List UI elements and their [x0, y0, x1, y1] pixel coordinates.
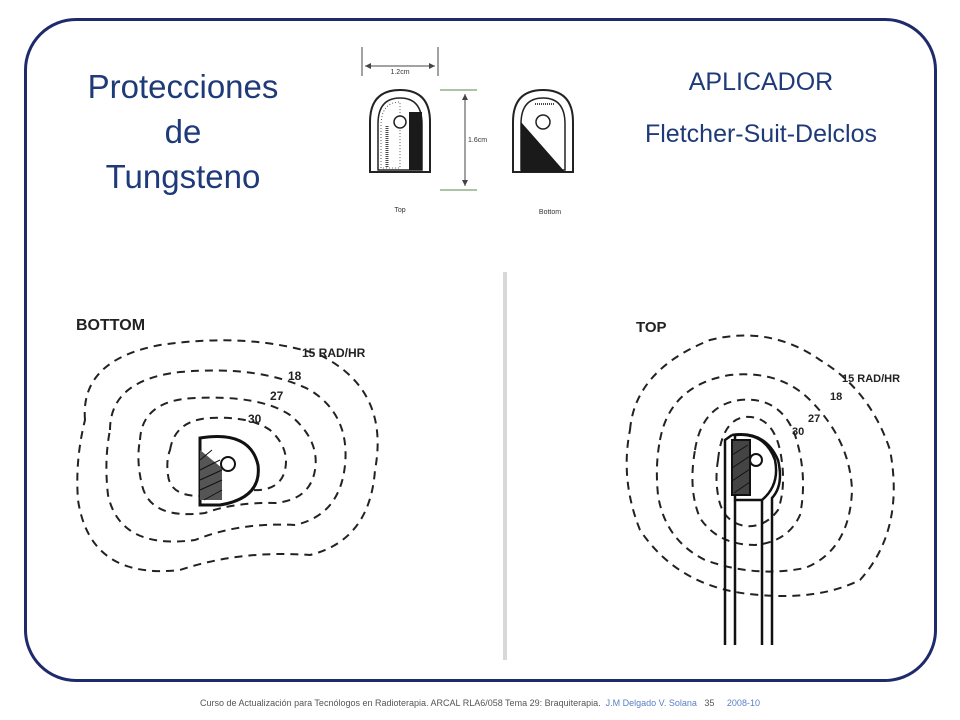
footer-authors: J.M Delgado V. Solana [605, 698, 697, 708]
isodose-bottom-label-15: 15 RAD/HR [302, 346, 366, 360]
isodose-18-curve [105, 369, 347, 543]
title-left-line2: de [164, 113, 202, 150]
label-bottom: Bottom [539, 209, 561, 216]
title-left-line1: Protecciones [87, 68, 279, 105]
slide-title-right: APLICADOR Fletcher-Suit-Delclos [596, 56, 926, 160]
footer-page-number: 35 [704, 698, 715, 708]
isodose-top-label-27: 27 [808, 413, 820, 425]
isodose-bottom-label-18: 18 [288, 369, 302, 383]
isodose-bottom-label-27: 27 [270, 389, 284, 403]
footer-year: 2008-10 [726, 698, 760, 708]
isodose-top-label-18: 18 [830, 391, 842, 403]
isodose-27-curve [137, 396, 317, 516]
footer-course: Curso de Actualización para Tecnólogos e… [200, 698, 601, 708]
isodose-27-curve [691, 398, 805, 547]
slide-frame [24, 18, 937, 682]
isodose-30-curve [166, 416, 287, 498]
scan-edge [503, 272, 507, 660]
shield-shape [731, 439, 751, 496]
isodose-top-heading: TOP [636, 319, 667, 336]
height-dimension-label: 1.6cm [468, 137, 487, 144]
isodose-bottom-heading: BOTTOM [76, 317, 145, 334]
footer: Curso de Actualización para Tecnólogos e… [0, 698, 960, 708]
title-right-line1: APLICADOR [688, 68, 834, 96]
isodose-30-curve [715, 415, 784, 528]
isodose-top-diagram: TOP 15 RAD/HR 18 27 30 [625, 319, 900, 645]
isodose-bottom-diagram: BOTTOM 15 RAD/HR 18 27 30 [76, 317, 379, 573]
applicator-sketch: 1.2cm Top 1.6cm Bottom [361, 47, 574, 216]
isodose-top-label-30: 30 [792, 426, 804, 438]
isodose-15-curve [76, 339, 379, 573]
slide-title-left: Protecciones de Tungsteno [58, 64, 308, 199]
title-left-line3: Tungsteno [105, 158, 261, 195]
width-dimension-label: 1.2cm [390, 69, 409, 76]
isodose-bottom-label-30: 30 [248, 412, 262, 426]
applicator-body [723, 433, 782, 645]
title-right-line2: Fletcher-Suit-Delclos [644, 120, 877, 148]
label-top: Top [394, 207, 405, 214]
isodose-top-label-15: 15 RAD/HR [842, 373, 900, 385]
isodose-15-curve [625, 334, 895, 597]
